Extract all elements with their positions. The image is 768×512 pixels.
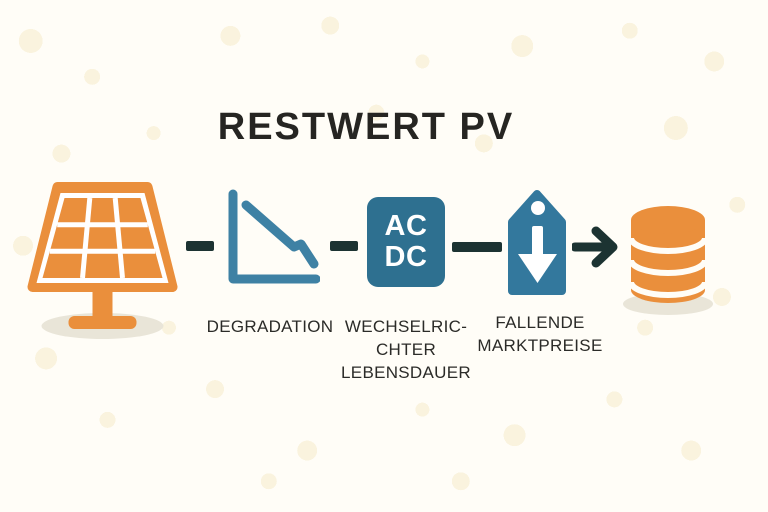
- page-title: RESTWERT PV: [217, 106, 515, 148]
- price-tag-down-icon: [508, 190, 566, 295]
- inverter-dc-text: DC: [384, 241, 428, 273]
- inverter-ac-text: AC: [384, 209, 428, 242]
- label-inverter-lifetime: WECHSELRIC- CHTER LEBENSDAUER: [341, 317, 471, 382]
- connector-dash: [452, 242, 502, 252]
- label-degradation: DEGRADATION: [206, 317, 334, 336]
- solar-panel-icon: [27, 182, 178, 339]
- line-chart-down-icon: [228, 189, 320, 284]
- inverter-acdc-icon: AC DC: [367, 197, 445, 287]
- connector-dash: [330, 241, 358, 251]
- label-falling-market-prices: FALLENDE MARKTPREISE: [477, 313, 603, 355]
- connector-dash: [186, 241, 214, 251]
- coin-stack-icon: [623, 206, 713, 315]
- arrow-right-icon: [572, 226, 618, 268]
